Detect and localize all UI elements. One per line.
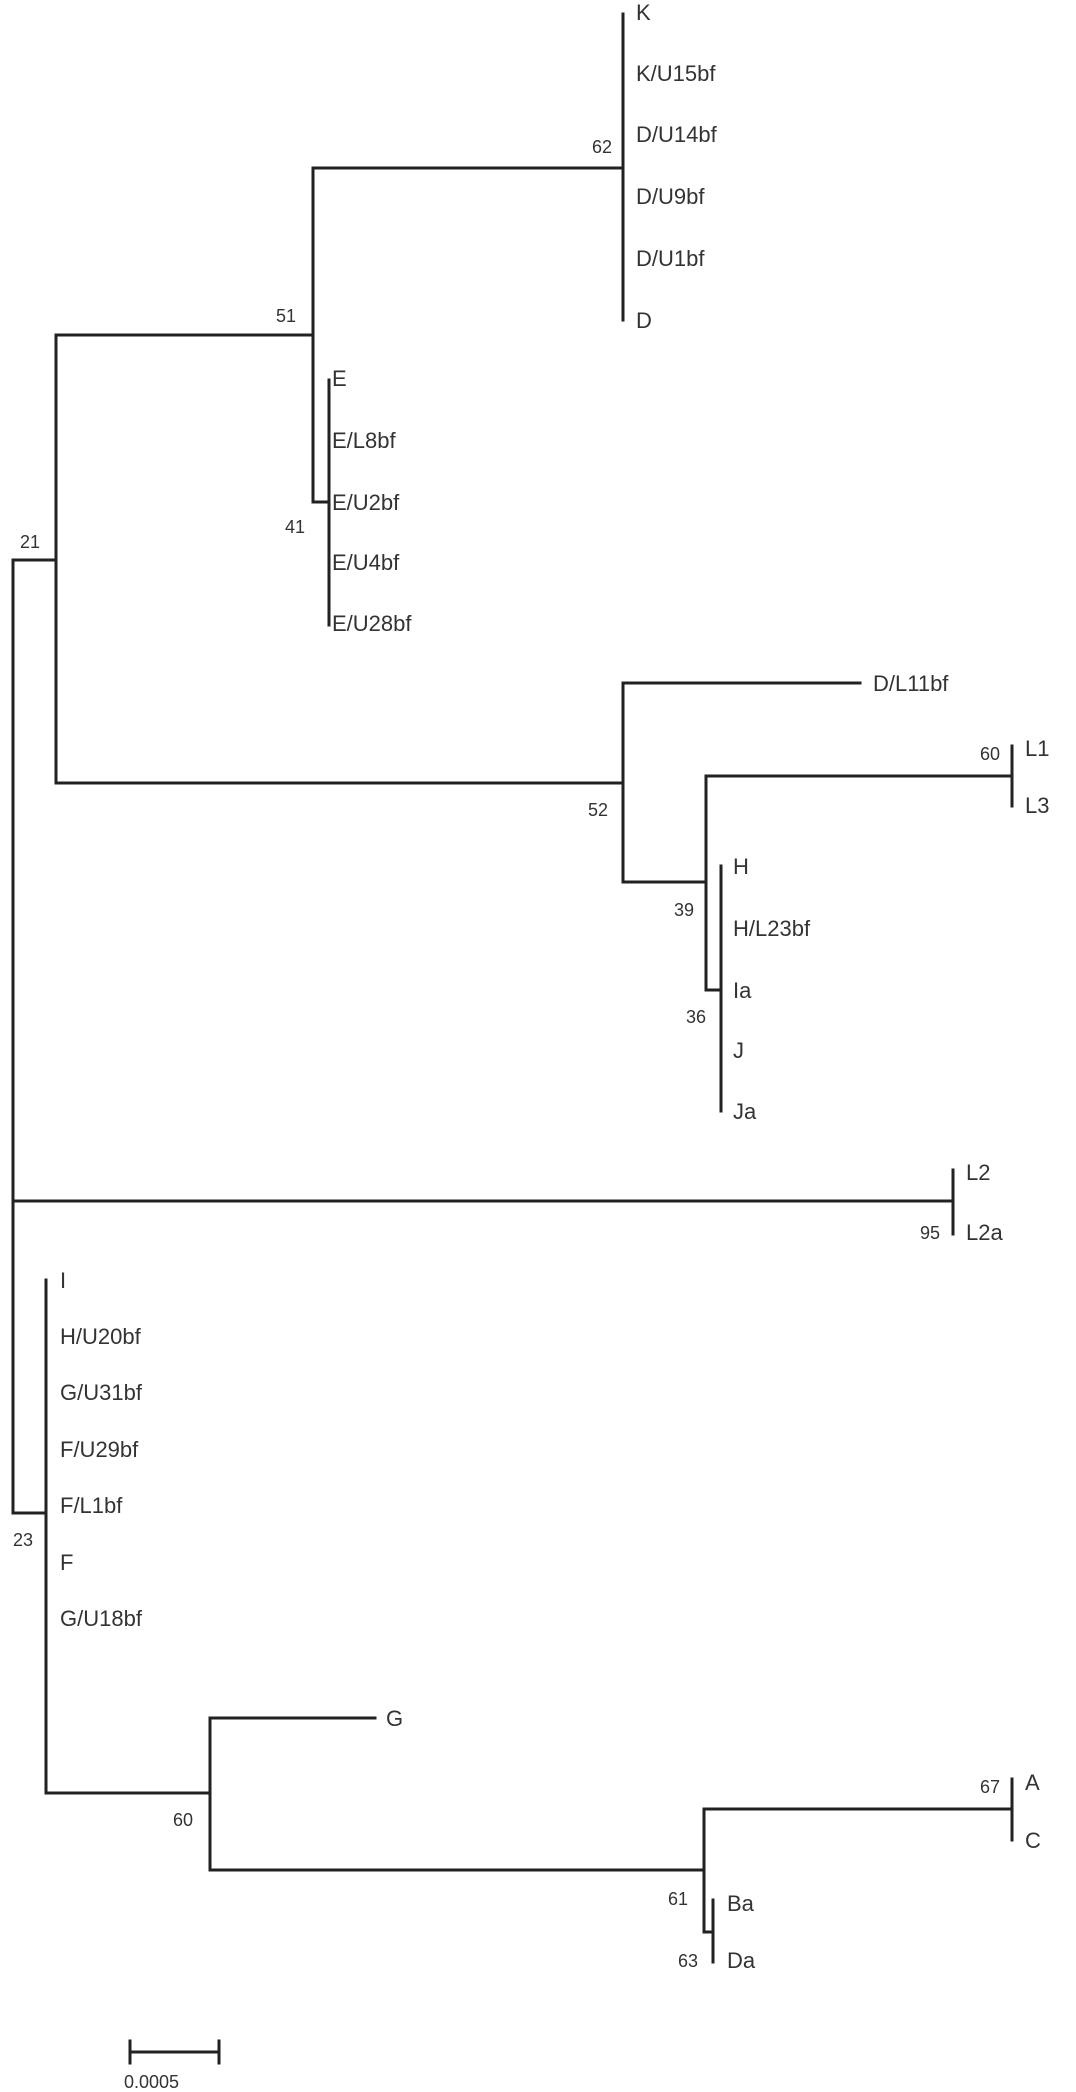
support-value: 63 xyxy=(678,1951,698,1971)
taxon-label: L3 xyxy=(1025,793,1049,818)
taxon-label: H/L23bf xyxy=(733,916,811,941)
support-value: 36 xyxy=(686,1007,706,1027)
taxon-label: J xyxy=(733,1038,744,1063)
support-value: 60 xyxy=(980,744,1000,764)
support-value: 67 xyxy=(980,1777,1000,1797)
taxon-label: D/U14bf xyxy=(636,122,718,147)
support-value: 39 xyxy=(674,900,694,920)
taxon-label: G/U18bf xyxy=(60,1606,143,1631)
taxon-label: L2 xyxy=(966,1160,990,1185)
taxon-label: E/U2bf xyxy=(332,490,400,515)
taxon-label: I xyxy=(60,1268,66,1293)
support-value: 23 xyxy=(13,1530,33,1550)
taxon-label: D xyxy=(636,308,652,333)
taxon-label: H/U20bf xyxy=(60,1324,142,1349)
taxon-label: K/U15bf xyxy=(636,61,716,86)
taxon-label: E/L8bf xyxy=(332,428,396,453)
support-value: 51 xyxy=(276,306,296,326)
scale-bar-label: 0.0005 xyxy=(124,2072,179,2092)
support-value: 60 xyxy=(173,1810,193,1830)
taxon-label: F xyxy=(60,1550,73,1575)
support-value: 41 xyxy=(285,517,305,537)
support-value: 52 xyxy=(588,800,608,820)
taxon-label: L1 xyxy=(1025,736,1049,761)
support-value: 62 xyxy=(592,137,612,157)
taxon-label: D/U1bf xyxy=(636,246,705,271)
taxon-label: A xyxy=(1025,1770,1040,1795)
support-value: 21 xyxy=(20,532,40,552)
taxon-label: Da xyxy=(727,1948,756,1973)
taxon-label: G/U31bf xyxy=(60,1380,143,1405)
support-value: 61 xyxy=(668,1889,688,1909)
support-value: 95 xyxy=(920,1223,940,1243)
taxon-label: H xyxy=(733,854,749,879)
taxon-label: F/L1bf xyxy=(60,1493,123,1518)
taxon-label: E xyxy=(332,366,347,391)
taxon-label: F/U29bf xyxy=(60,1437,139,1462)
taxon-label: G xyxy=(386,1706,403,1731)
taxon-label: E/U4bf xyxy=(332,550,400,575)
taxon-label: L2a xyxy=(966,1220,1003,1245)
taxon-label: D/U9bf xyxy=(636,184,705,209)
taxon-label: C xyxy=(1025,1828,1041,1853)
taxon-label: E/U28bf xyxy=(332,611,412,636)
taxon-label: Ja xyxy=(733,1099,757,1124)
taxon-label: K xyxy=(636,0,651,25)
taxon-label: Ia xyxy=(733,978,752,1003)
taxon-label: Ba xyxy=(727,1891,755,1916)
taxon-label: D/L11bf xyxy=(873,671,949,696)
